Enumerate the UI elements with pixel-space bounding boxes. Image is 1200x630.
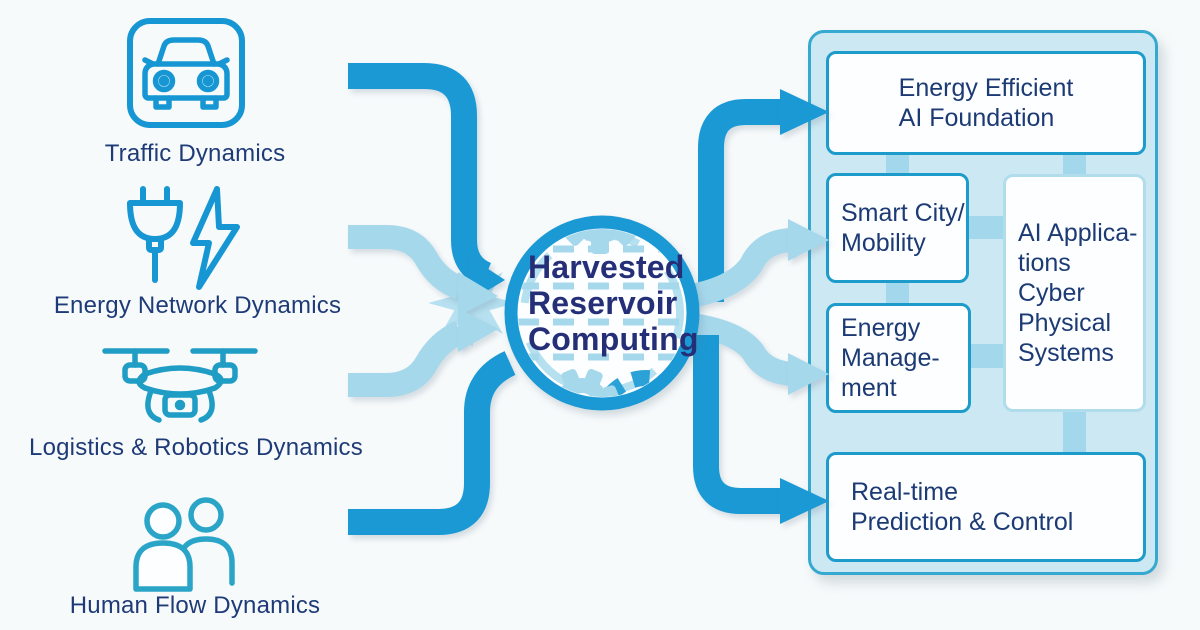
arrowhead-logistics (458, 308, 498, 352)
core-title-line: Computing (528, 321, 699, 357)
gear-top-icon (564, 229, 636, 254)
input-label-logistics-robotics: Logistics & Robotics Dynamics (29, 434, 363, 461)
core-title-line: Harvested (528, 249, 685, 285)
core-title: Harvested Reservoir Computing (528, 249, 708, 357)
arrow-energy-network-to-core (348, 225, 465, 300)
core-title-line: Reservoir (528, 285, 678, 321)
output-box-smart-city-mobility: Smart City/ Mobility (826, 173, 969, 283)
output-box-line: Physical (1018, 309, 1112, 337)
input-label-traffic: Traffic Dynamics (104, 140, 286, 167)
gear-ring-bottom-icon (592, 370, 686, 397)
output-box-energy-efficient-ai-foundation: Energy Efficient AI Foundation (826, 51, 1146, 155)
input-label-energy-network: Energy Network Dynamics (53, 292, 342, 319)
drone-icon (102, 348, 258, 423)
output-box-line: AI Applica- (1018, 219, 1138, 247)
input-label-human-flow: Human Flow Dynamics (69, 592, 321, 619)
arrow-core-to-ai-foundation (698, 99, 782, 302)
output-box-energy-management: Energy Manage- ment (826, 303, 971, 413)
output-box-line: Systems (1018, 339, 1114, 367)
output-box-line: Energy Efficient (898, 74, 1074, 102)
gear-bottom-icon (545, 369, 619, 397)
connector-smartcity-energymgmt (886, 283, 909, 303)
output-box-line: Real-time (851, 478, 958, 506)
output-box-line: ment (841, 374, 897, 402)
output-box-line: Energy (841, 314, 921, 342)
output-box-ai-applications-cyber-physical-systems: AI Applica- tions Cyber Physical Systems (1003, 174, 1146, 412)
arrow-logistics-to-core (348, 321, 466, 397)
splash-gear-shape (428, 259, 516, 347)
output-box-real-time-prediction-control: Real-time Prediction & Control (826, 452, 1146, 562)
output-box-line: Cyber (1018, 279, 1085, 307)
connector-foundation-smartcity (886, 155, 909, 174)
arrow-core-to-realtime (693, 335, 782, 514)
outputs-panel: Energy Efficient AI Foundation Smart Cit… (808, 30, 1158, 575)
arrow-traffic-to-core (348, 63, 492, 288)
arrowhead-energy-network (458, 272, 498, 316)
connector-energymgmt-aiapps (971, 344, 1003, 368)
people-icon (133, 497, 235, 592)
car-icon (127, 18, 245, 128)
output-box-line: Prediction & Control (851, 508, 1074, 536)
output-box-line: Mobility (841, 229, 926, 257)
output-box-line: Smart City/ (841, 199, 965, 227)
output-box-line: tions (1018, 249, 1071, 277)
output-box-line: Manage- (841, 344, 940, 372)
plug-lightning-icon (127, 186, 240, 290)
connector-smartcity-aiapps (969, 216, 1003, 239)
connector-aiapps-realtime (1063, 411, 1086, 452)
arrowhead-traffic (470, 257, 505, 301)
connector-foundation-aiapps (1063, 155, 1086, 175)
output-box-line: AI Foundation (898, 104, 1055, 132)
